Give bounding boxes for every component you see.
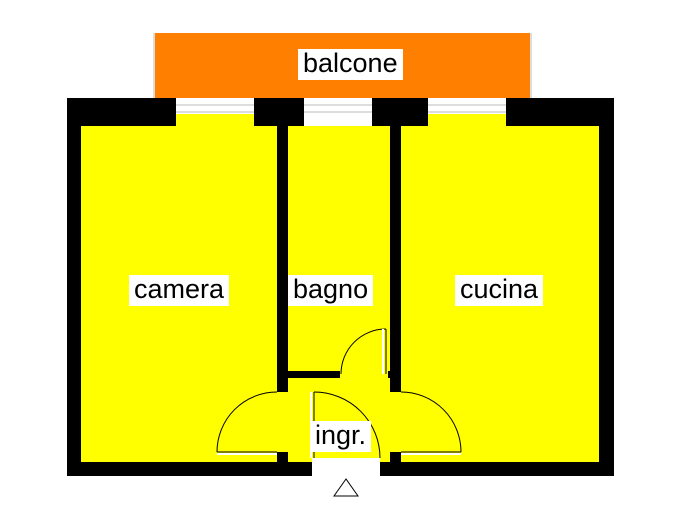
window: [304, 98, 372, 126]
kitchen-door: [388, 391, 462, 455]
bathroom-label: bagno: [288, 275, 374, 306]
bedroom-label: camera: [129, 275, 230, 306]
bathroom-area: [288, 126, 390, 371]
bathroom-door: [340, 328, 388, 381]
entrance-label: ingr.: [310, 421, 372, 452]
kitchen-label: cucina: [455, 275, 544, 306]
entrance-arrow-icon: [333, 478, 359, 497]
balcony-label: balcone: [298, 49, 403, 80]
entrance-opening: [312, 458, 380, 476]
bedroom-door: [216, 391, 290, 455]
window: [176, 98, 254, 126]
window: [428, 98, 506, 126]
